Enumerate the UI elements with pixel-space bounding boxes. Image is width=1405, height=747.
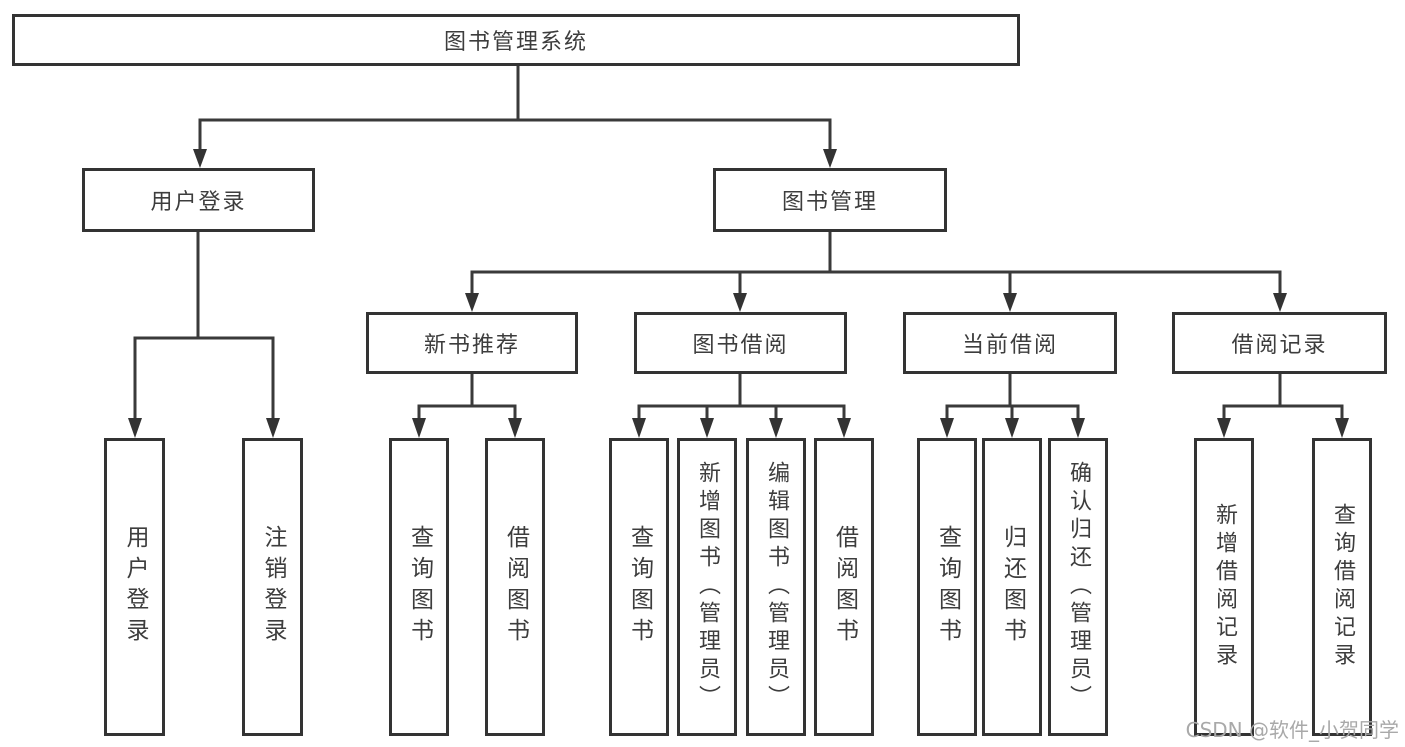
leaf-borrow-books: 借阅图书 xyxy=(814,438,874,736)
leaf-add-borrowing-record: 新增借阅记录 xyxy=(1194,438,1254,736)
connector-current-borrowing-to-leaves xyxy=(940,372,1085,438)
node-label: 图书管理系统 xyxy=(443,30,588,55)
connector-user-login-to-leaves xyxy=(128,230,280,438)
node-label: 查询图书 xyxy=(934,525,961,649)
leaf-logout: 注销登录 xyxy=(242,438,303,736)
node-label: 图书借阅 xyxy=(692,333,789,358)
node-label: 借阅图书 xyxy=(831,525,858,649)
leaf-return-books: 归还图书 xyxy=(982,438,1042,736)
node-label: 新增图书（管理员） xyxy=(695,461,720,713)
node-library-management-system: 图书管理系统 xyxy=(12,14,1020,66)
node-label: 借阅记录 xyxy=(1231,333,1328,358)
node-label: 借阅图书 xyxy=(502,525,529,649)
node-label: 图书管理 xyxy=(781,190,878,215)
node-label: 查询图书 xyxy=(406,525,433,649)
node-label: 查询图书 xyxy=(626,525,653,649)
node-label: 当前借阅 xyxy=(961,333,1058,358)
leaf-recommend-query-books: 查询图书 xyxy=(389,438,449,736)
node-borrowing-records: 借阅记录 xyxy=(1172,312,1387,374)
node-book-borrowing: 图书借阅 xyxy=(634,312,847,374)
leaf-confirm-return-admin: 确认归还（管理员） xyxy=(1048,438,1108,736)
connector-book-mgmt-to-level3 xyxy=(465,230,1287,312)
node-new-book-recommendation: 新书推荐 xyxy=(366,312,578,374)
leaf-edit-book-admin: 编辑图书（管理员） xyxy=(746,438,806,736)
connector-new-book-rec-to-leaves xyxy=(412,372,522,438)
node-label: 归还图书 xyxy=(999,525,1026,649)
leaf-user-login: 用户登录 xyxy=(104,438,165,736)
node-label: 新书推荐 xyxy=(423,333,520,358)
node-label: 用户登录 xyxy=(122,525,148,649)
node-label: 编辑图书（管理员） xyxy=(764,461,789,713)
node-label: 注销登录 xyxy=(260,525,286,649)
leaf-add-book-admin: 新增图书（管理员） xyxy=(677,438,737,736)
leaf-recommend-borrow-books: 借阅图书 xyxy=(485,438,545,736)
leaf-current-query-books: 查询图书 xyxy=(917,438,977,736)
leaf-query-borrowing-record: 查询借阅记录 xyxy=(1312,438,1372,736)
connector-root-to-level2 xyxy=(193,64,837,168)
connector-book-borrowing-to-leaves xyxy=(632,372,851,438)
connector-borrowing-records-to-leaves xyxy=(1217,372,1349,438)
node-current-borrowing: 当前借阅 xyxy=(903,312,1117,374)
csdn-watermark: CSDN @软件_小贺同学 xyxy=(1185,718,1399,742)
node-user-login: 用户登录 xyxy=(82,168,315,232)
node-label: 查询借阅记录 xyxy=(1330,503,1355,671)
node-label: 用户登录 xyxy=(150,190,247,215)
node-label: 新增借阅记录 xyxy=(1212,503,1237,671)
leaf-borrowing-query-books: 查询图书 xyxy=(609,438,669,736)
node-book-management: 图书管理 xyxy=(713,168,947,232)
node-label: 确认归还（管理员） xyxy=(1066,461,1091,713)
